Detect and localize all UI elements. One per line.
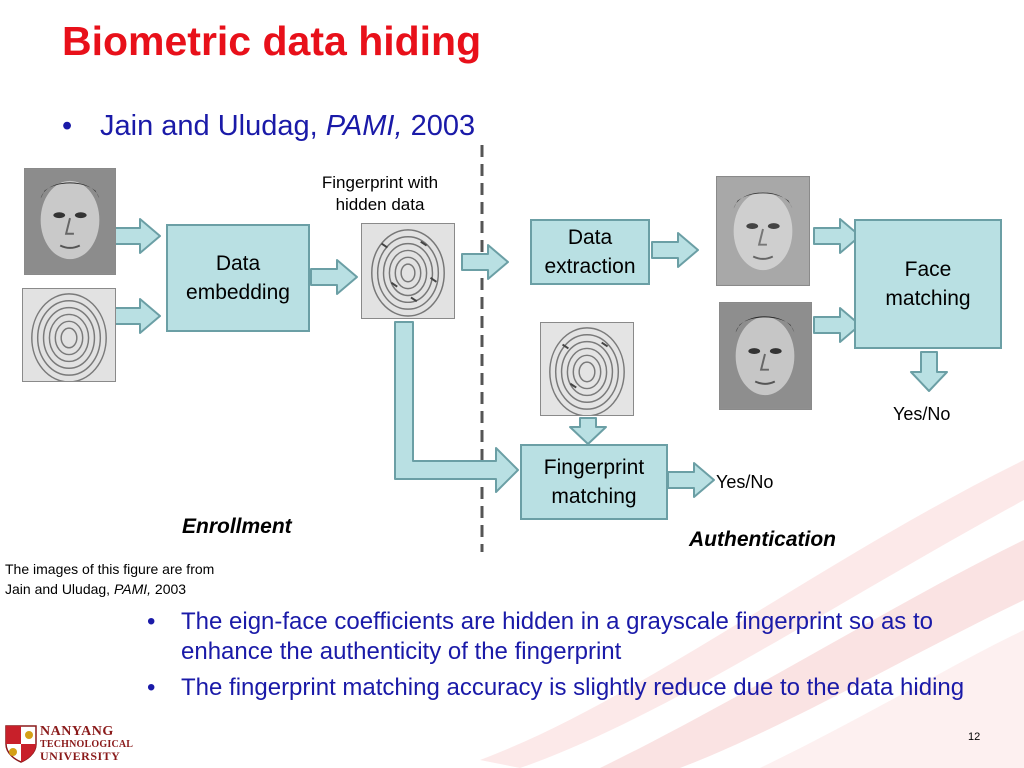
figure-source-note: The images of this figure are from Jain … [5, 561, 215, 598]
authentication-label: Authentication [689, 528, 836, 551]
enroll-face-image [24, 168, 116, 275]
fingerprint-icon [541, 323, 633, 415]
face-yes-no-label: Yes/No [893, 404, 951, 424]
arrow-extraction-to-face [651, 232, 699, 268]
data-extraction-box: Data extraction [530, 219, 650, 285]
arrow-down-face-result [910, 351, 948, 392]
fingerprint-yes-no-label: Yes/No [716, 472, 774, 492]
fingerprint-matching-line2: matching [551, 485, 637, 508]
bullet-dot: • [62, 110, 73, 142]
data-embedding-line2: embedding [186, 281, 290, 304]
citation-venue: PAMI, [325, 110, 403, 142]
bullet-item: The eign-face coefficients are hidden in… [144, 607, 974, 667]
page-number: 12 [968, 731, 981, 743]
enrollment-label: Enrollment [182, 515, 292, 538]
crest-icon [5, 725, 37, 763]
data-extraction-line2: extraction [544, 255, 636, 278]
face-icon [25, 169, 115, 274]
face-matching-line1: Face [904, 257, 952, 281]
arrow-fp-to-embedding [113, 298, 161, 334]
slide-title: Biometric data hiding [62, 18, 482, 64]
fingerprint-icon [23, 289, 115, 381]
data-embedding-box: Data embedding [166, 224, 310, 332]
bullet-item: The fingerprint matching accuracy is sli… [144, 673, 974, 703]
arrow-fpmatch-to-yesno [667, 462, 715, 498]
enroll-fingerprint-image [22, 288, 116, 382]
arrow-fp-to-extraction [461, 244, 509, 280]
citation-bullet: • Jain and Uludag, PAMI, 2003 [62, 110, 475, 143]
face-icon [717, 177, 809, 285]
face-matching-line2: matching [885, 287, 971, 310]
fingerprint-matching-line1: Fingerprint [543, 455, 645, 479]
university-logo [5, 725, 37, 763]
extracted-face-image [716, 176, 810, 286]
fingerprint-icon [362, 224, 454, 318]
data-extraction-line1: Data [567, 225, 613, 249]
query-fingerprint-image [540, 322, 634, 416]
query-face-image [719, 302, 812, 410]
fingerprint-matching-box: Fingerprint matching [520, 444, 668, 520]
bullet-list: The eign-face coefficients are hidden in… [144, 607, 974, 709]
arrow-embedding-to-fp [310, 259, 358, 295]
university-logo-text: NANYANG TECHNOLOGICAL UNIVERSITY [40, 724, 134, 764]
data-embedding-line1: Data [215, 251, 261, 275]
citation-year: 2003 [402, 110, 476, 142]
arrow-down-fp-query [569, 417, 607, 445]
face-icon [720, 303, 811, 409]
arrow-face-to-embedding [113, 218, 161, 254]
fingerprint-hidden-image [361, 223, 455, 319]
arrow-bent-to-fpmatching [394, 321, 519, 493]
citation-authors: Jain and Uludag, [100, 110, 326, 142]
face-matching-box: Face matching [854, 219, 1002, 349]
